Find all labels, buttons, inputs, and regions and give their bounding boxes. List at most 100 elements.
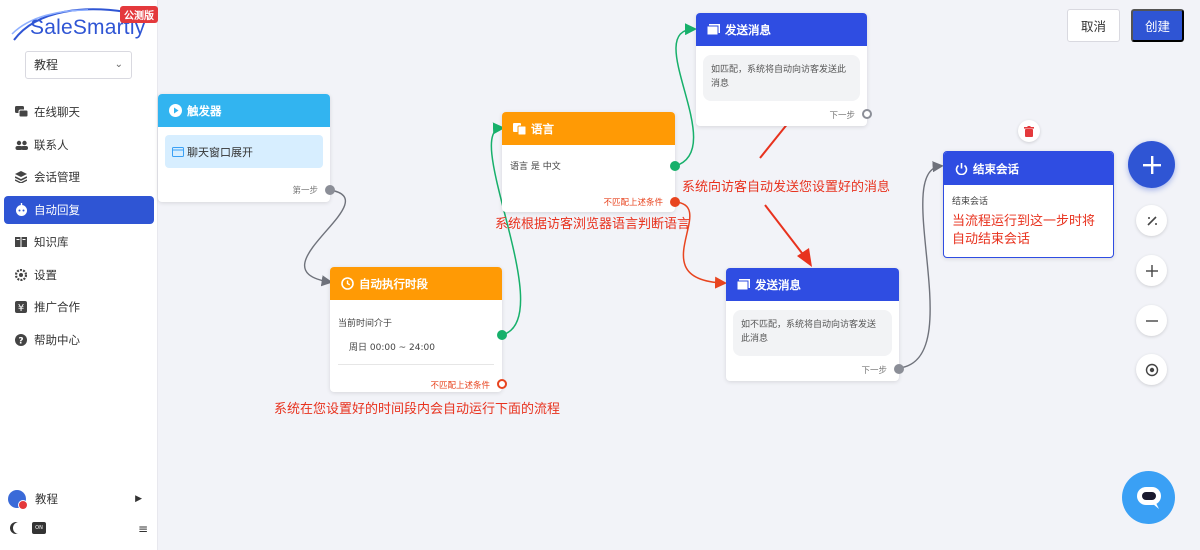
power-icon <box>954 162 968 176</box>
message-content[interactable]: 如不匹配，系统将自动向访客发送此消息 <box>733 310 892 356</box>
port-label: 第一步 <box>292 186 318 196</box>
wire-schedule-to-language <box>490 122 522 336</box>
sidebar-item-knowledge-base[interactable]: 知识库 <box>4 228 154 256</box>
user-label: 教程 <box>35 492 58 506</box>
node-language[interactable]: 语言 语言 是 中文 不匹配上述条件 <box>502 112 680 212</box>
wire-language-to-send-top <box>674 23 697 167</box>
sidebar-item-settings[interactable]: 设置 <box>4 261 154 289</box>
sidebar-item-conversations[interactable]: 会话管理 <box>4 163 154 191</box>
node-schedule[interactable]: 自动执行时段 当前时间介于 周日 00:00 ~ 24:00 不匹配上述条件 <box>330 267 507 392</box>
node-send-message-no-match[interactable]: 发送消息 如不匹配，系统将自动向访客发送此消息 下一步 <box>726 268 904 381</box>
logo-swoosh-icon <box>11 8 127 41</box>
magic-wand-icon <box>1146 215 1157 226</box>
node-send-header: 发送消息 <box>696 13 867 46</box>
collapse-sidebar-icon[interactable]: ≡ <box>137 522 148 536</box>
message-content[interactable]: 如匹配，系统将自动向访客发送此消息 <box>703 55 860 101</box>
output-port-no-match[interactable] <box>670 197 680 207</box>
trigger-condition[interactable]: 聊天窗口展开 <box>165 135 323 168</box>
sidebar-item-label: 自动回复 <box>34 202 80 217</box>
sidebar-item-contacts[interactable]: 联系人 <box>4 131 154 159</box>
theme-toggle[interactable]: ON <box>32 522 46 534</box>
chevron-down-icon: ⌄ <box>114 59 123 70</box>
node-end-conversation[interactable]: 结束会话 结束会话 当流程运行到这一步时将自动结束会话 <box>943 151 1114 258</box>
sidebar-item-label: 设置 <box>34 267 57 282</box>
book-icon <box>14 235 28 249</box>
end-annotation: 当流程运行到这一步时将自动结束会话 <box>952 214 1096 248</box>
chat-icon <box>14 105 28 119</box>
user-menu[interactable]: 教程 ▶ <box>8 488 148 510</box>
sidebar-item-label: 帮助中心 <box>34 332 80 347</box>
sidebar: SaleSmartly 公测版 教程 ⌄ 在线聊天 联系人 会话管理 <box>0 0 158 550</box>
node-send-message-match[interactable]: 发送消息 如匹配，系统将自动向访客发送此消息 下一步 <box>696 13 872 126</box>
sidebar-item-label: 知识库 <box>34 235 69 249</box>
zoom-in-button[interactable] <box>1136 255 1167 286</box>
wire-language-to-send-bottom <box>674 201 727 289</box>
wire-send-to-end <box>898 161 944 369</box>
output-port-no-match[interactable] <box>497 379 507 389</box>
sidebar-item-help-center[interactable]: ? 帮助中心 <box>4 326 154 354</box>
node-end-header: 结束会话 <box>944 152 1113 185</box>
node-language-header: 语言 <box>502 112 675 145</box>
create-button[interactable]: 创建 <box>1131 9 1184 42</box>
workspace-selector[interactable]: 教程 ⌄ <box>25 51 132 79</box>
robot-icon <box>14 203 28 217</box>
sidebar-item-label: 在线聊天 <box>34 105 80 119</box>
output-port[interactable] <box>862 109 872 119</box>
language-condition: 语言 是 中文 <box>510 162 561 172</box>
recenter-button[interactable] <box>1136 354 1167 385</box>
sidebar-item-label: 推广合作 <box>34 300 80 314</box>
cancel-button[interactable]: 取消 <box>1067 9 1120 42</box>
svg-text:?: ? <box>18 336 23 346</box>
node-title: 结束会话 <box>973 161 1019 176</box>
chevron-right-icon: ▶ <box>135 494 142 504</box>
annotation-arrow-down <box>764 204 812 267</box>
sidebar-item-affiliate[interactable]: ¥ 推广合作 <box>4 293 154 321</box>
schedule-range: 周日 00:00 ~ 24:00 <box>349 343 435 353</box>
annotation-language: 系统根据访客浏览器语言判断语言 <box>495 217 691 232</box>
output-port[interactable] <box>894 364 904 374</box>
add-node-button[interactable] <box>1128 141 1175 188</box>
node-trigger-header: 触发器 <box>158 94 330 127</box>
workspace-selector-value: 教程 <box>34 58 59 72</box>
sidebar-item-auto-reply[interactable]: 自动回复 <box>4 195 154 224</box>
output-port-match[interactable] <box>670 161 680 171</box>
output-port-match[interactable] <box>497 330 507 340</box>
brand-logo[interactable]: SaleSmartly 公测版 <box>8 4 158 44</box>
trash-icon <box>1024 125 1034 137</box>
sidebar-item-live-chat[interactable]: 在线聊天 <box>4 98 154 126</box>
zoom-out-button[interactable] <box>1136 305 1167 336</box>
sidebar-item-label: 会话管理 <box>34 170 80 184</box>
node-trigger[interactable]: 触发器 聊天窗口展开 第一步 <box>158 94 335 202</box>
avatar <box>8 490 28 510</box>
layers-icon <box>14 170 28 184</box>
node-send-header: 发送消息 <box>726 268 899 301</box>
translate-icon <box>512 122 526 136</box>
clock-icon <box>340 277 354 291</box>
node-title: 触发器 <box>187 103 222 118</box>
output-port[interactable] <box>325 185 335 195</box>
message-icon <box>706 23 720 37</box>
node-title: 语言 <box>531 121 554 136</box>
gear-icon <box>14 268 28 282</box>
annotation-send: 系统向访客自动发送您设置好的消息 <box>682 180 891 195</box>
plus-icon <box>1145 264 1158 277</box>
minus-icon <box>1145 319 1158 322</box>
auto-layout-button[interactable] <box>1136 205 1167 236</box>
yen-icon: ¥ <box>14 300 28 314</box>
port-label: 不匹配上述条件 <box>430 381 490 391</box>
port-label: 不匹配上述条件 <box>603 198 663 208</box>
delete-node-button[interactable] <box>1018 120 1040 142</box>
end-content: 结束会话 <box>952 197 989 207</box>
help-icon: ? <box>14 333 28 347</box>
play-icon <box>168 104 182 118</box>
node-title: 发送消息 <box>725 22 771 37</box>
chat-widget-button[interactable] <box>1122 471 1175 524</box>
message-icon <box>736 278 750 292</box>
trigger-condition-text: 聊天窗口展开 <box>187 145 253 159</box>
annotation-schedule: 系统在您设置好的时间段内会自动运行下面的流程 <box>274 402 561 417</box>
schedule-label: 当前时间介于 <box>338 319 393 329</box>
wire-trigger-to-schedule <box>303 189 346 287</box>
sidebar-nav: 在线聊天 联系人 会话管理 自动回复 知识库 <box>4 98 154 358</box>
chat-bubble-icon <box>1136 486 1161 509</box>
